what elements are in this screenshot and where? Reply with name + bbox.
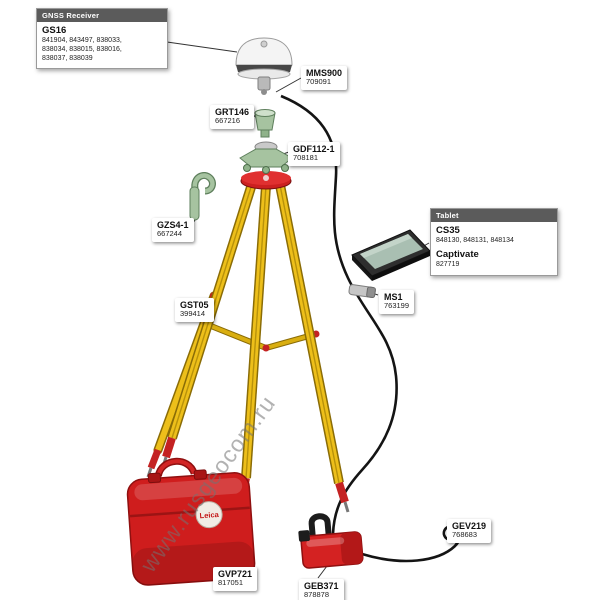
- label-gdf112-part: 708181: [293, 153, 319, 163]
- label-mms900-part: 709091: [306, 77, 332, 87]
- label-geb371-part: 878878: [304, 590, 330, 600]
- label-gst05: GST05 399414: [175, 298, 214, 322]
- receiver-parts-line-3: 838037, 838039: [42, 54, 93, 62]
- label-gdf112: GDF112-1 708181: [288, 142, 340, 166]
- label-grt146: GRT146 667216: [210, 105, 255, 129]
- receiver-parts-line-2: 838034, 838015, 838016,: [42, 45, 122, 53]
- label-gzs4-part: 667244: [157, 229, 183, 239]
- tablet-parts: 848130, 848131, 848134: [436, 237, 514, 244]
- receiver-info-box: GNSS Receiver GS16 841904, 843497, 83803…: [36, 8, 168, 70]
- tribrach: [239, 141, 293, 174]
- tablet-box-body: CS35 848130, 848131, 848134 Captivate 82…: [431, 222, 557, 275]
- label-gvp721: GVP721 817051: [213, 567, 258, 591]
- label-mms900-model: MMS900: [306, 68, 343, 78]
- label-gzs4: GZS4-1 667244: [152, 218, 194, 242]
- receiver-box-body: GS16 841904, 843497, 838033, 838034, 838…: [37, 22, 167, 68]
- label-gvp721-part: 817051: [218, 578, 244, 588]
- tablet-software: Captivate: [436, 248, 479, 260]
- label-gzs4-model: GZS4-1: [157, 220, 189, 230]
- battery: [298, 513, 364, 569]
- battery-cable: [361, 524, 463, 563]
- label-ms1: MS1 763199: [379, 290, 415, 314]
- label-ms1-model: MS1: [384, 292, 403, 302]
- tripod-head: [240, 171, 292, 190]
- gnss-antenna: [235, 37, 293, 95]
- carrier: [254, 109, 276, 138]
- case-logo-text: Leica: [199, 510, 220, 520]
- label-geb371-model: GEB371: [304, 581, 339, 591]
- label-gev219-part: 768683: [452, 530, 478, 540]
- tablet-software-part: 827719: [436, 260, 460, 268]
- label-mms900: MMS900 709091: [301, 66, 348, 90]
- label-grt146-part: 667216: [215, 116, 241, 126]
- tripod-leg-right: [275, 184, 350, 513]
- carry-case: Leica: [126, 457, 256, 586]
- tripod: [146, 171, 350, 513]
- label-geb371: GEB371 878878: [299, 579, 344, 600]
- tablet-model: CS35: [436, 225, 460, 236]
- receiver-model: GS16: [42, 25, 67, 36]
- receiver-parts-line-1: 841904, 843497, 838033,: [42, 37, 122, 44]
- label-grt146-model: GRT146: [215, 107, 250, 117]
- usb-stick: [348, 284, 376, 299]
- label-gst05-part: 399414: [180, 309, 206, 319]
- label-gdf112-model: GDF112-1: [293, 144, 335, 154]
- height-hook: [189, 172, 216, 221]
- label-gev219: GEV219 768683: [447, 519, 492, 543]
- tablet-device: [351, 229, 431, 281]
- label-gev219-model: GEV219: [452, 521, 487, 531]
- tablet-info-box: Tablet CS35 848130, 848131, 848134 Capti…: [430, 208, 558, 276]
- label-ms1-part: 763199: [384, 301, 410, 311]
- label-gvp721-model: GVP721: [218, 569, 253, 579]
- receiver-box-header: GNSS Receiver: [37, 9, 167, 22]
- tablet-box-header: Tablet: [431, 209, 557, 222]
- label-gst05-model: GST05: [180, 300, 209, 310]
